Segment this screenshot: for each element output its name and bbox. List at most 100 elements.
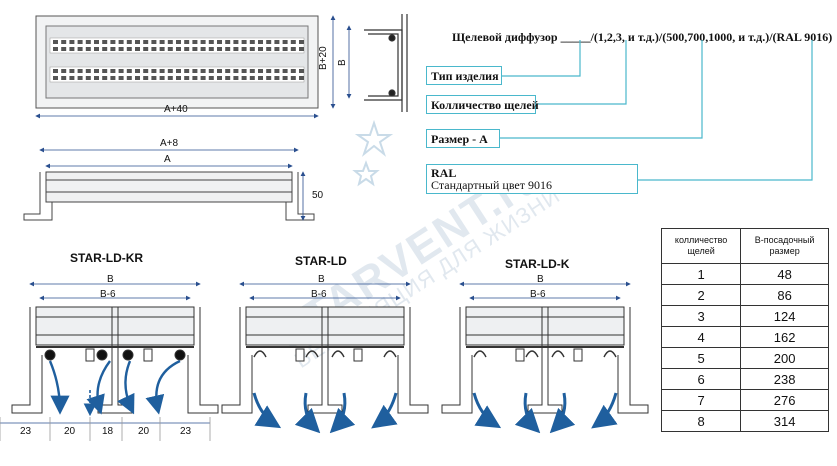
kr-dim-20-left: 20 (64, 426, 76, 437)
airflow-arrow (48, 360, 70, 415)
slot-mark (53, 76, 58, 80)
deflector-pivot (122, 349, 134, 361)
slot-mark (53, 69, 58, 73)
legend-box-type: Тип изделия (426, 66, 502, 85)
slot-mark (85, 76, 91, 80)
kr-dim-b: B (107, 274, 114, 285)
slot-mark (184, 47, 190, 51)
slot-mark (241, 40, 247, 44)
slot-mark (61, 69, 67, 73)
legend-box-slots: Колличество щелей (426, 95, 539, 114)
slot-mark (118, 40, 124, 44)
airflow-arrow (294, 392, 321, 434)
slot-mark (151, 69, 157, 73)
slot-mark (217, 47, 222, 51)
slot-mark (290, 47, 296, 51)
table-cell-size: 162 (740, 326, 829, 348)
dim-side-height: B+20 (318, 46, 329, 70)
table-cell-slots: 3 (660, 305, 742, 327)
slot-mark (85, 69, 91, 73)
model-title-ld: STAR-LD (295, 254, 347, 268)
slot-mark (176, 69, 181, 73)
airflow-arrow (329, 392, 356, 434)
slot-mark (258, 69, 263, 73)
slot-mark (167, 76, 173, 80)
slot-mark (200, 47, 206, 51)
airflow-arrow (86, 360, 111, 415)
slot-mark (118, 47, 124, 51)
airflow-arrow (549, 392, 576, 434)
formula-line: Щелевой диффузор _____/(1,2,3, и т.д.)/(… (452, 30, 832, 45)
slot-mark (126, 76, 132, 80)
slot-mark (135, 40, 140, 44)
side-view (364, 14, 408, 112)
slot-mark (249, 47, 255, 51)
slot-mark (135, 69, 140, 73)
table-cell-slots: 4 (660, 326, 742, 348)
slot-mark (200, 40, 206, 44)
airflow-arrow (117, 360, 135, 415)
airflow-arrow (472, 392, 502, 429)
airflow-arrow (252, 392, 282, 429)
slot-mark (266, 40, 272, 44)
slot-mark (159, 76, 165, 80)
table-cell-slots: 6 (660, 368, 742, 390)
slot-mark (102, 47, 108, 51)
table-cell-size: 124 (740, 305, 829, 327)
slot-mark (77, 69, 83, 73)
deflector-pivot (44, 349, 56, 361)
slot-mark (184, 69, 190, 73)
formula-blank: _____ (560, 30, 591, 44)
slot-mark (69, 40, 75, 44)
airflow-arrow (371, 392, 398, 429)
slot-mark (118, 69, 124, 73)
table-cell-size: 200 (740, 347, 829, 369)
slot-mark (110, 47, 116, 51)
slot-mark (61, 76, 67, 80)
slot-mark (126, 69, 132, 73)
table-cell-size: 86 (740, 284, 829, 306)
slot-mark (225, 76, 231, 80)
slot-mark (258, 47, 263, 51)
top-drawings (23, 14, 408, 221)
deflector-pivot (96, 349, 108, 361)
slot-mark (258, 40, 263, 44)
slot-mark (282, 69, 288, 73)
slot-mark (151, 40, 157, 44)
slot-mark (77, 40, 83, 44)
slot-mark (282, 40, 288, 44)
deflector-pivot (174, 349, 186, 361)
diffuser-section (11, 281, 219, 417)
slot-mark (135, 76, 140, 80)
slot-mark (290, 40, 296, 44)
bottom-drawings (0, 281, 649, 441)
slot-mark (192, 47, 198, 51)
slot-mark (208, 47, 214, 51)
slot-mark (217, 40, 222, 44)
table-cell-size: 48 (740, 263, 829, 285)
table-header-size: В-посадочный размер (740, 228, 829, 264)
slot-mark (53, 40, 58, 44)
slot-mark (274, 47, 280, 51)
slot-mark (299, 69, 304, 73)
slot-mark (110, 69, 116, 73)
dim-mid-a8: A+8 (160, 138, 179, 149)
slot-mark (135, 47, 140, 51)
legend-box-size: Размер - А (426, 129, 500, 148)
slot-mark (143, 76, 149, 80)
slot-mark (143, 47, 149, 51)
kr-dim-20-right: 20 (138, 426, 150, 437)
slot-mark (61, 40, 67, 44)
slot-mark (77, 76, 83, 80)
kr-dim-18: 18 (102, 426, 114, 437)
slot-mark (274, 69, 280, 73)
slot-mark (233, 40, 239, 44)
slot-mark (192, 40, 198, 44)
slot-mark (217, 69, 222, 73)
